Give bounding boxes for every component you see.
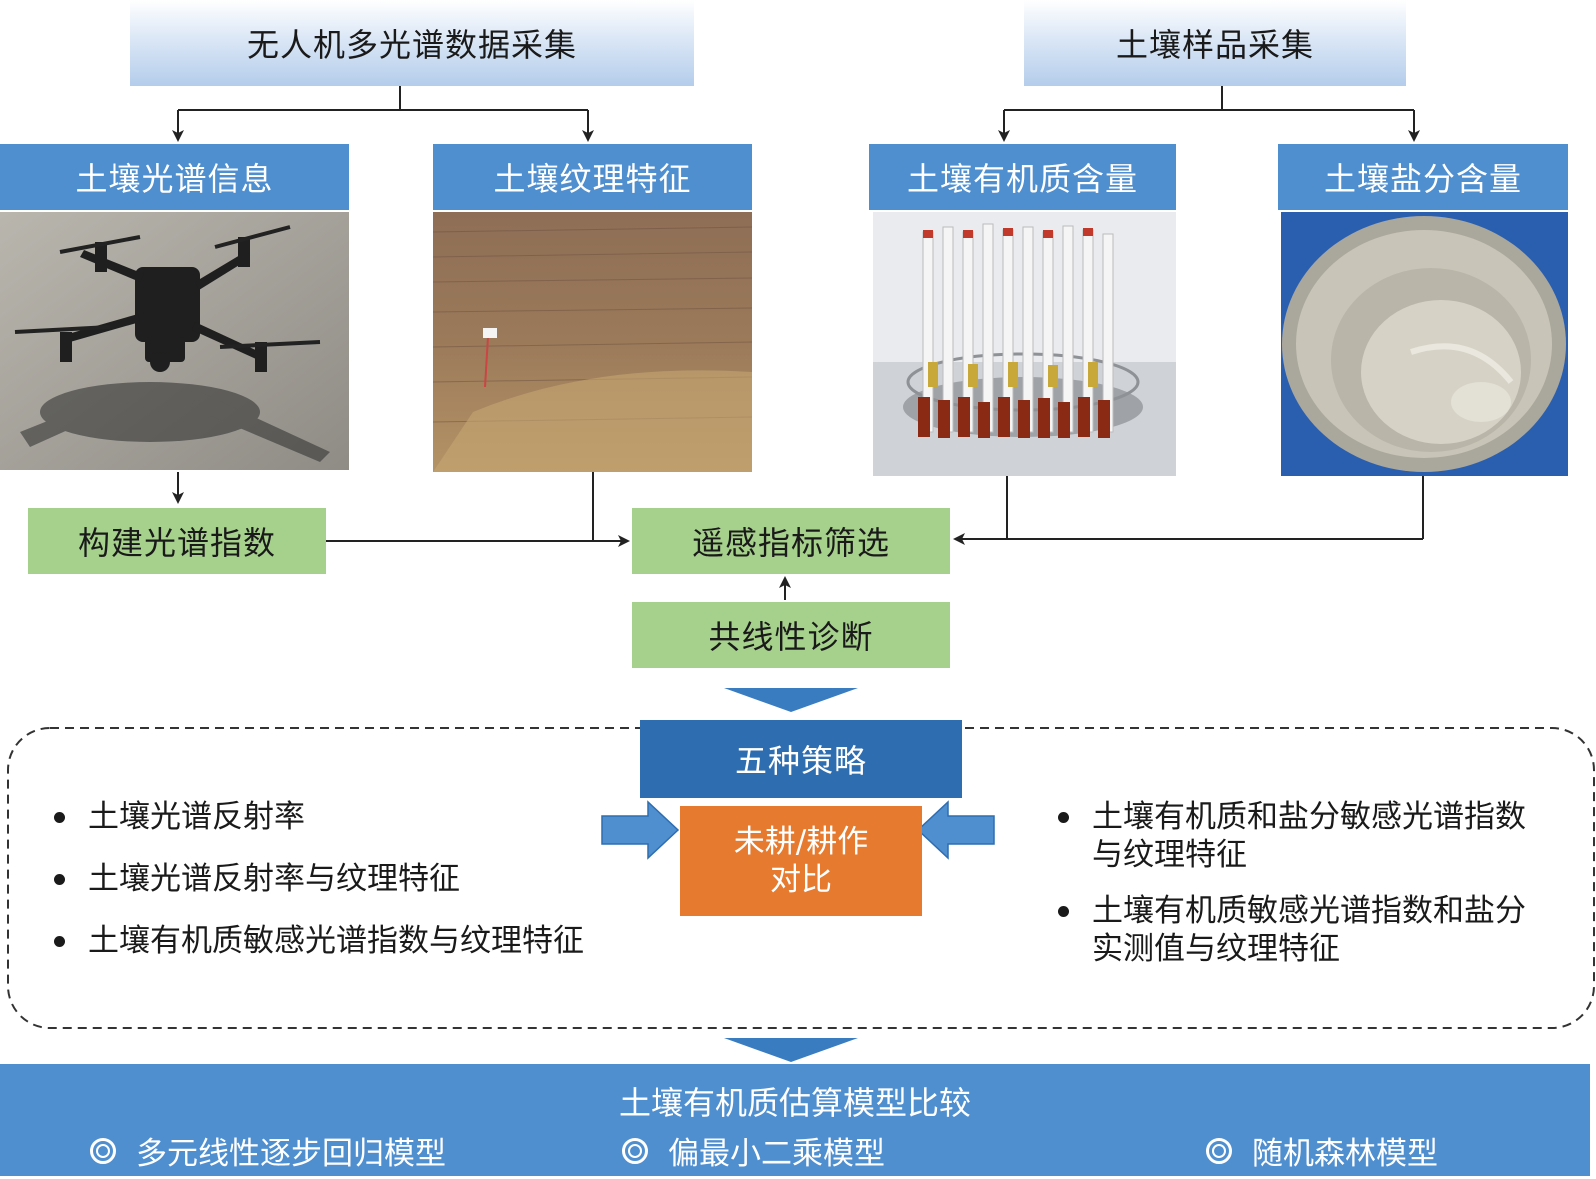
test-tubes-photo — [873, 212, 1176, 476]
list-item-line: 实测值与纹理特征 — [1092, 931, 1340, 967]
five-strategies-title: 五种策略 — [640, 720, 962, 798]
soil-sampling-box: 土壤样品采集 — [1024, 0, 1406, 86]
metal-cup-photo — [1281, 212, 1568, 476]
list-item-line: 与纹理特征 — [1092, 837, 1247, 873]
strategy-left-list: 土壤光谱反射率 土壤光谱反射率与纹理特征 土壤有机质敏感光谱指数与纹理特征 — [54, 798, 634, 978]
field-texture-photo — [433, 212, 752, 472]
list-item: 土壤有机质敏感光谱指数与纹理特征 — [54, 922, 584, 960]
list-item-line: 土壤有机质敏感光谱指数和盐分 — [1092, 893, 1526, 929]
model-comparison-bar: 土壤有机质估算模型比较 多元线性逐步回归模型 偏最小二乘模型 随机森林模型 — [0, 1064, 1590, 1176]
comparison-line-2: 对比 — [770, 862, 832, 898]
soil-organic-matter-head: 土壤有机质含量 — [869, 144, 1176, 210]
uav-data-collection-box: 无人机多光谱数据采集 — [130, 0, 694, 86]
model-item-plsr: 偏最小二乘模型 — [622, 1128, 885, 1173]
model-item-mlr: 多元线性逐步回归模型 — [90, 1128, 446, 1173]
list-item: 土壤光谱反射率 — [54, 798, 305, 836]
model-label: 多元线性逐步回归模型 — [136, 1136, 446, 1172]
model-item-rf: 随机森林模型 — [1206, 1128, 1438, 1173]
soil-spectral-info-head: 土壤光谱信息 — [0, 144, 349, 210]
untilled-tilled-comparison-box: 未耕/耕作 对比 — [680, 806, 922, 916]
drone-photo — [0, 212, 349, 470]
bullseye-icon — [90, 1137, 116, 1164]
remote-sensing-indicator-screening-box: 遥感指标筛选 — [632, 508, 950, 574]
soil-texture-head: 土壤纹理特征 — [433, 144, 752, 210]
model-label: 偏最小二乘模型 — [668, 1136, 885, 1172]
comparison-line-1: 未耕/耕作 — [733, 824, 869, 860]
list-item-line: 土壤有机质和盐分敏感光谱指数 — [1092, 799, 1526, 835]
strategy-right-list: 土壤有机质和盐分敏感光谱指数 与纹理特征 土壤有机质敏感光谱指数和盐分 实测值与… — [1058, 798, 1578, 978]
collinearity-diagnosis-box: 共线性诊断 — [632, 602, 950, 668]
build-spectral-index-box: 构建光谱指数 — [28, 508, 326, 574]
list-item: 土壤光谱反射率与纹理特征 — [54, 860, 460, 898]
bullseye-icon — [1206, 1137, 1232, 1164]
list-item: 土壤有机质敏感光谱指数和盐分 实测值与纹理特征 — [1058, 892, 1526, 968]
list-item: 土壤有机质和盐分敏感光谱指数 与纹理特征 — [1058, 798, 1526, 874]
model-comparison-title: 土壤有机质估算模型比较 — [618, 1084, 971, 1122]
soil-salt-head: 土壤盐分含量 — [1278, 144, 1568, 210]
bullseye-icon — [622, 1137, 648, 1164]
model-label: 随机森林模型 — [1252, 1136, 1438, 1172]
